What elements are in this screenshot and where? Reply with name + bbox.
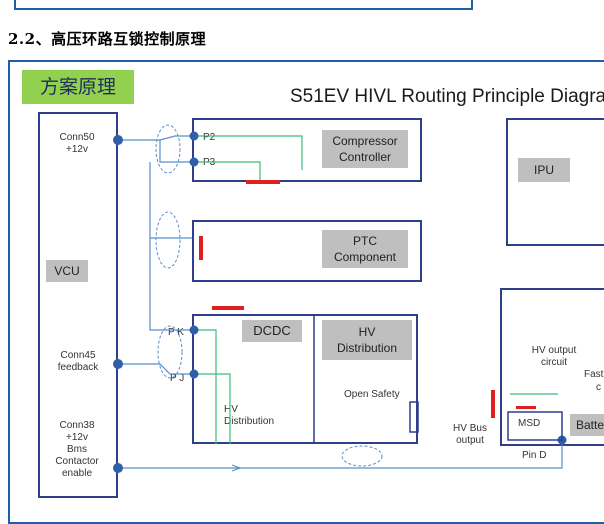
battery-label: Batte <box>570 414 604 436</box>
green-loop-p3 <box>194 161 261 182</box>
ipu-block <box>506 118 604 246</box>
compressor-controller-label: Compressor Controller <box>322 130 408 168</box>
msd-box <box>507 411 563 441</box>
harness-ellipse-3 <box>157 325 183 379</box>
vcu-conn45-label: Conn45 feedback <box>57 350 99 373</box>
wire-conn45-feedback <box>118 363 194 375</box>
red-interlock-hv-bus <box>491 390 495 418</box>
compressor-pin-p2: P2 <box>203 132 216 143</box>
dcdc-label: DCDC <box>242 320 302 342</box>
fast-sub-label: c <box>596 382 601 393</box>
diagram-title: S51EV HIVL Routing Principle Diagra <box>290 86 604 107</box>
wire-compressor-to-ptc <box>149 162 192 239</box>
connector-pk <box>189 325 199 335</box>
connector-p3 <box>189 157 199 167</box>
section-heading: 2.2、高压环路互锁控制原理 <box>8 30 207 48</box>
red-interlock-compressor <box>246 180 280 184</box>
wiring-diagram <box>113 124 567 473</box>
dcdc-pin-pk: P K <box>168 327 184 338</box>
red-interlock-msd <box>516 406 536 409</box>
diagram-slide: 方案原理 S51EV HIVL Routing Principle Diagra… <box>8 60 604 524</box>
connector-conn38 <box>113 463 123 473</box>
arrow-conn38 <box>231 464 242 472</box>
harness-ellipse-1 <box>155 124 181 174</box>
connector-conn50 <box>113 135 123 145</box>
connector-p2 <box>189 131 199 141</box>
vcu-conn50-label: Conn50 +12v <box>59 132 95 155</box>
red-interlock-ptc <box>199 236 203 260</box>
vcu-label: VCU <box>46 260 88 282</box>
wire-conn38-to-msd <box>360 440 563 469</box>
wire-ptc-to-dcdc <box>149 238 192 331</box>
green-loop-p2 <box>194 135 303 170</box>
dcdc-hv-distribution-text: HV Distribution <box>224 404 275 427</box>
previous-figure-frame <box>14 0 473 10</box>
green-loop-pk <box>194 329 217 444</box>
pin-d-label: Pin D <box>522 450 547 461</box>
vcu-block <box>38 112 118 498</box>
dcdc-pin-pj: P J <box>170 373 185 384</box>
red-interlock-dcdc <box>212 306 244 310</box>
connector-conn45 <box>113 359 123 369</box>
open-safety-label: Open Safety <box>344 389 400 400</box>
vcu-conn38-label: Conn38 +12v Bms Contactor enable <box>55 420 99 479</box>
harness-ellipse-2 <box>155 211 181 269</box>
hv-distribution-label: HV Distribution <box>322 320 412 360</box>
hv-output-circuit-label: HV output circuit <box>531 345 577 368</box>
wire-conn50-to-p2 <box>118 135 194 141</box>
harness-ellipse-4 <box>341 445 383 467</box>
fast-label: Fast <box>584 369 604 380</box>
hv-bus-output-label: HV Bus output <box>453 423 487 446</box>
ipu-label: IPU <box>518 158 570 182</box>
open-safety-switch <box>409 401 419 433</box>
slide-title-tag: 方案原理 <box>22 70 134 104</box>
green-loop-pj <box>194 373 231 444</box>
msd-label: MSD <box>518 418 541 429</box>
ptc-component-label: PTC Component <box>322 230 408 268</box>
top-strip <box>0 0 604 12</box>
wire-conn50-branch <box>159 140 194 163</box>
connector-pj <box>189 369 199 379</box>
